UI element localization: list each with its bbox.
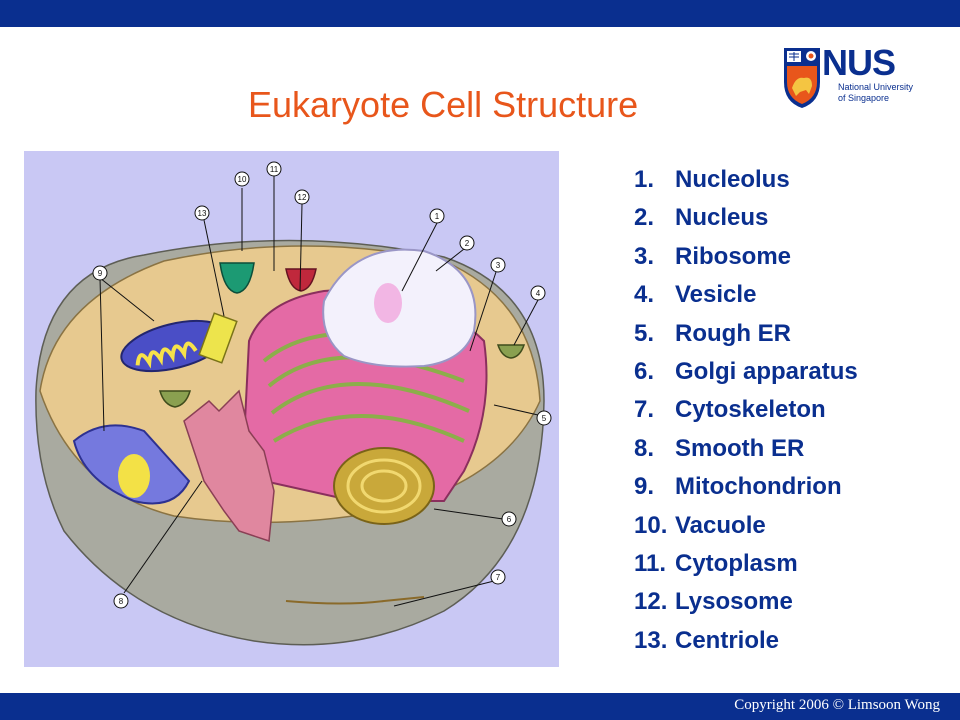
legend-item: 12.Lysosome [634, 588, 858, 626]
legend-label: Golgi apparatus [675, 357, 858, 385]
legend-label: Nucleolus [675, 166, 790, 193]
legend-item: 8. Smooth ER [634, 435, 858, 473]
legend-number: 10. [634, 511, 668, 539]
callout-label: 6 [507, 515, 512, 524]
callout-label: 7 [496, 573, 501, 582]
legend-item: 9. Mitochondrion [634, 473, 858, 511]
legend-label: Ribosome [675, 242, 792, 270]
legend-label: Vacuole [675, 511, 766, 539]
callout-circles [92, 161, 552, 609]
legend-label: Cytoskeleton [675, 396, 826, 424]
callout-label: 10 [238, 175, 247, 184]
legend-label: Nucleus [675, 204, 769, 232]
callout-label: 4 [536, 289, 541, 298]
legend-number: 6. [634, 357, 655, 385]
legend-list: 1. Nucleolus 2. Nucleus 3. Ribosome 4. Vesic… [634, 166, 858, 665]
legend-number: 12. [634, 588, 668, 616]
legend-number: 1. [634, 166, 655, 193]
legend-label: Vesicle [675, 281, 757, 309]
legend-item: 13.Centriole [634, 627, 858, 665]
legend-item: 11. Cytoplasm [634, 550, 858, 588]
copyright-text: Copyright 2006 © Limsoon Wong [734, 697, 940, 713]
nus-logo: NUS National University of Singapore [782, 42, 932, 110]
callout-label: 11 [270, 165, 279, 174]
callout-label: 3 [496, 261, 501, 270]
legend-item: 7. Cytoskeleton [634, 396, 858, 434]
vesicle-left [159, 390, 191, 408]
lysosome [285, 268, 317, 292]
callout-label: 1 [435, 212, 440, 221]
vesicle-right [496, 344, 526, 359]
callout-label: 12 [298, 193, 307, 202]
callout-label: 5 [542, 414, 547, 423]
legend-item: 5. Rough ER [634, 320, 858, 358]
legend-item: 4. Vesicle [634, 281, 858, 319]
callout-label: 2 [465, 239, 470, 248]
legend-item: 2. Nucleus [634, 204, 858, 242]
legend-label: Rough ER [675, 319, 791, 347]
legend-label: Lysosome [675, 588, 793, 616]
cytoskeleton [285, 596, 425, 605]
logo-subtitle-line2: of Singapore [838, 93, 890, 103]
cell-diagram: 10 11 12 1 2 3 4 5 6 7 8 9 13 [24, 151, 559, 667]
smooth-er [183, 389, 275, 543]
legend-number: 8. [634, 434, 655, 462]
top-banner [0, 0, 960, 27]
legend-item: 10.Vacuole [634, 512, 858, 550]
legend-item: 3. Ribosome [634, 243, 858, 281]
legend-number: 7. [634, 396, 655, 424]
callout-label: 13 [198, 209, 207, 218]
nucleolus [374, 283, 402, 323]
vacuole [219, 262, 255, 294]
logo-wordmark: NUS [822, 42, 896, 83]
legend-number: 3. [634, 242, 655, 270]
centriole [198, 312, 238, 364]
logo-subtitle-line1: National University [838, 82, 914, 92]
legend-number: 5. [634, 319, 655, 347]
slide-title: Eukaryote Cell Structure [248, 84, 639, 125]
legend-item: 6. Golgi apparatus [634, 358, 858, 396]
legend-label: Centriole [675, 626, 780, 654]
legend-number: 2. [634, 204, 655, 232]
legend-number: 9. [634, 473, 655, 501]
legend-label: Cytoplasm [675, 549, 798, 577]
legend-label: Mitochondrion [675, 473, 842, 501]
callout-label: 8 [119, 597, 124, 606]
legend-number: 11. [634, 549, 667, 577]
legend-item: 1. Nucleolus [634, 166, 858, 204]
legend-number: 13. [634, 626, 668, 654]
footer-banner: Copyright 2006 © Limsoon Wong [0, 693, 960, 720]
callout-label: 9 [98, 269, 103, 278]
legend-label: Smooth ER [675, 434, 805, 462]
legend-number: 4. [634, 281, 655, 309]
nus-crest-icon [784, 48, 820, 108]
